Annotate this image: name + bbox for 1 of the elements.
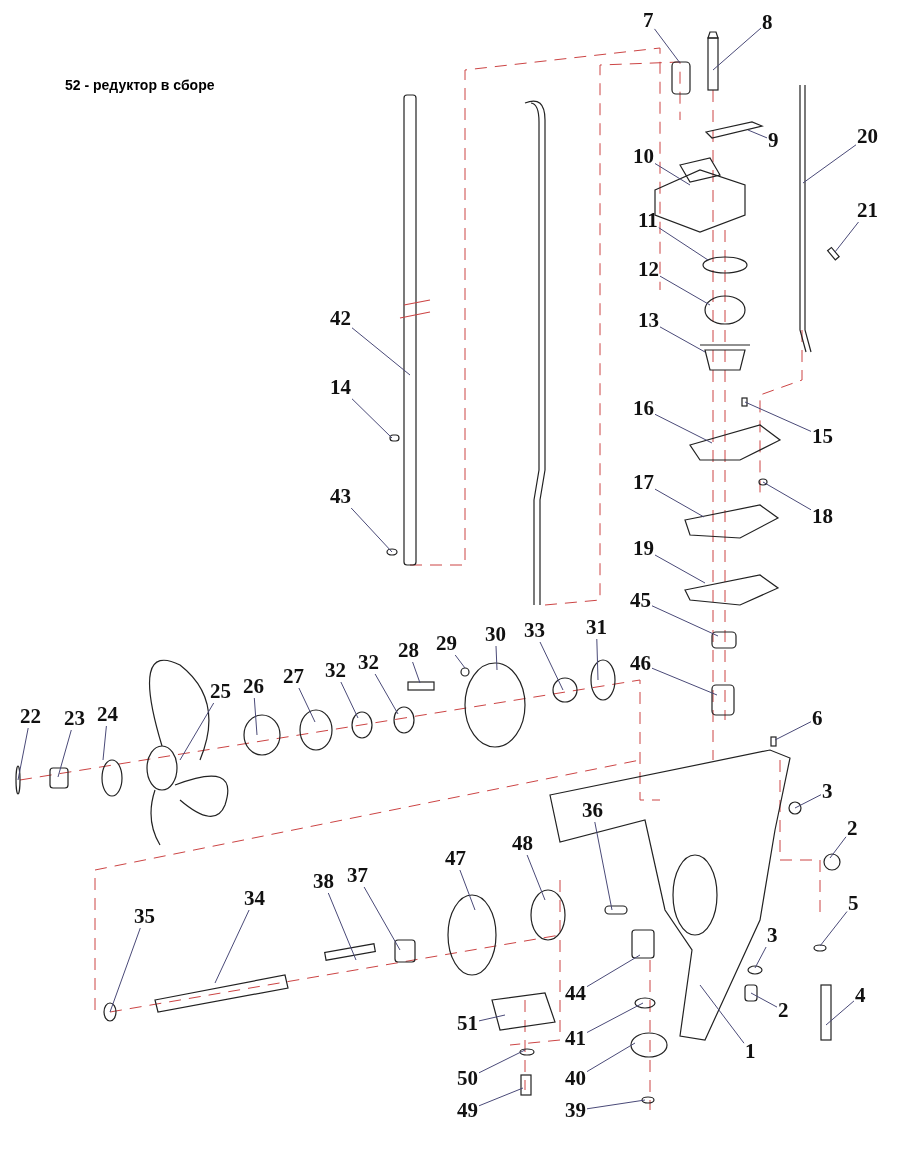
assembly-title: 52 - редуктор в сборе <box>65 77 215 93</box>
